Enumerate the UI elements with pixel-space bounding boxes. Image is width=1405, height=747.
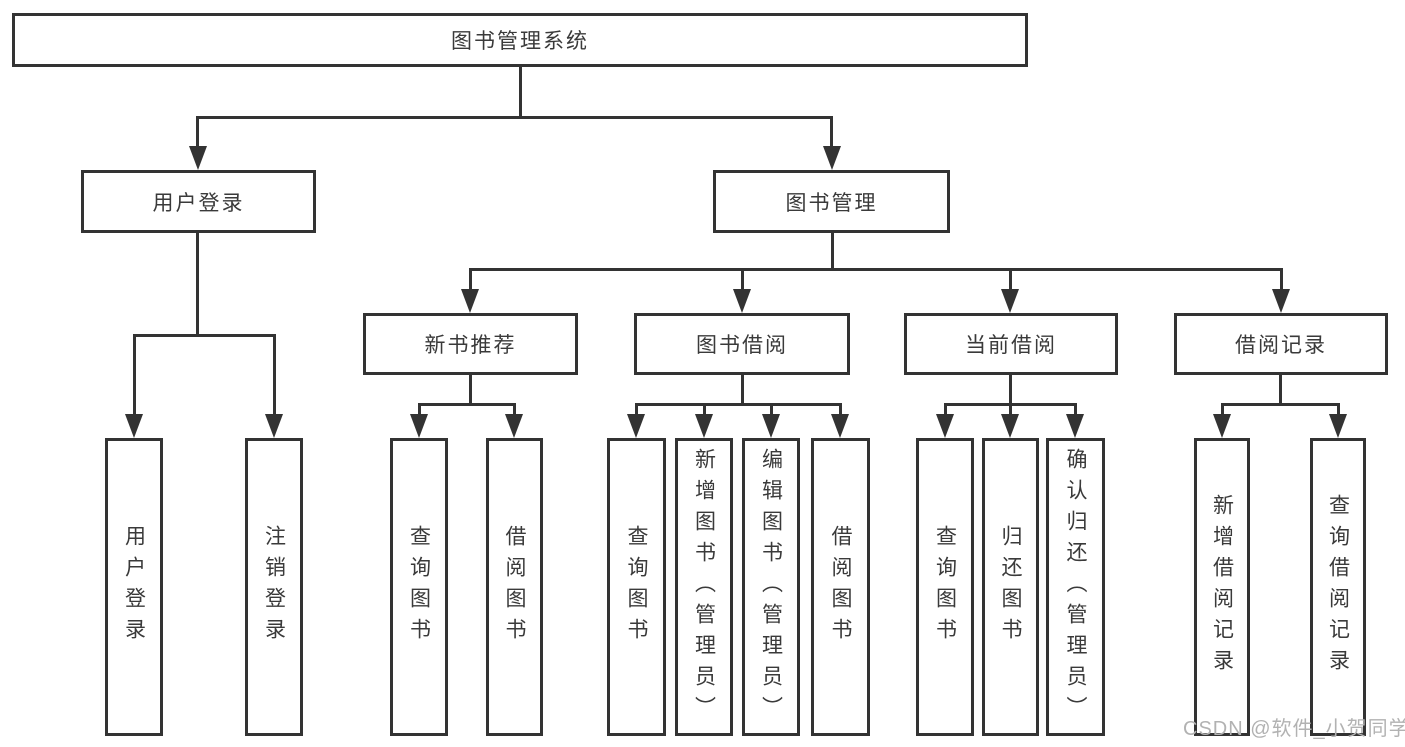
leaf-label: 新增图书（管理员） — [692, 447, 716, 727]
leaf-user-login: 用户登录 — [105, 438, 163, 736]
connector-leaf — [635, 403, 638, 416]
arrowhead-down-icon — [762, 414, 780, 438]
arrowhead-down-icon — [1329, 414, 1347, 438]
node-book-borrowing: 图书借阅 — [634, 313, 850, 375]
arrowhead-down-icon — [831, 414, 849, 438]
connector-to-current-borrowing — [1009, 268, 1012, 291]
connector-leaf — [418, 403, 421, 416]
arrowhead-down-icon — [1001, 289, 1019, 313]
leaf-borrow-books-borrowing: 借阅图书 — [811, 438, 870, 736]
node-label: 当前借阅 — [965, 334, 1057, 357]
leaf-logout: 注销登录 — [245, 438, 303, 736]
node-user-login: 用户登录 — [81, 170, 316, 233]
connector-to-user-login — [196, 116, 199, 148]
arrowhead-down-icon — [189, 146, 207, 170]
leaf-label: 借阅图书 — [503, 525, 526, 649]
connector-leaf — [513, 403, 516, 416]
connector-leaf — [703, 403, 706, 416]
node-label: 图书管理 — [785, 191, 878, 215]
leaf-query-books-recommend: 查询图书 — [390, 438, 448, 736]
csdn-watermark: CSDN @软件_小贺同学 — [1183, 718, 1405, 740]
connector-leaf — [1221, 403, 1224, 416]
connector-to-new-book — [469, 268, 472, 291]
leaf-query-borrow-record: 查询借阅记录 — [1310, 438, 1366, 736]
connector-leaf — [1074, 403, 1077, 416]
leaf-borrow-books-recommend: 借阅图书 — [486, 438, 543, 736]
node-book-management: 图书管理 — [713, 170, 950, 233]
leaf-label: 查询图书 — [933, 525, 957, 649]
connector-root-stem — [519, 67, 522, 118]
leaf-query-books-borrowing: 查询图书 — [607, 438, 666, 736]
connector-to-borrowing-records — [1280, 268, 1283, 291]
arrowhead-down-icon — [1213, 414, 1231, 438]
leaf-label: 借阅图书 — [829, 525, 852, 649]
connector-leaf — [770, 403, 773, 416]
arrowhead-down-icon — [695, 414, 713, 438]
connector-book-borrowing-stem — [741, 375, 744, 405]
leaf-label: 归还图书 — [999, 525, 1022, 649]
connector-leaf — [1009, 403, 1012, 416]
arrowhead-down-icon — [823, 146, 841, 170]
connector-user-login-stem — [196, 233, 199, 336]
leaf-label: 确认归还（管理员） — [1064, 447, 1087, 727]
leaf-label: 查询图书 — [407, 525, 431, 649]
leaf-label: 查询图书 — [625, 525, 648, 649]
connector-leaf — [1337, 403, 1340, 416]
connector-to-book-management — [830, 116, 833, 148]
node-label: 用户登录 — [152, 191, 245, 215]
node-label: 借阅记录 — [1235, 334, 1327, 357]
node-borrowing-records: 借阅记录 — [1174, 313, 1388, 375]
leaf-return-books: 归还图书 — [982, 438, 1039, 736]
leaf-label: 查询借阅记录 — [1326, 494, 1350, 680]
connector-book-borrowing-crossbar — [635, 403, 841, 406]
node-label: 图书管理系统 — [451, 30, 589, 53]
node-label: 图书借阅 — [696, 334, 788, 357]
leaf-query-books-current: 查询图书 — [916, 438, 974, 736]
leaf-label: 编辑图书（管理员） — [759, 447, 783, 727]
arrowhead-down-icon — [733, 289, 751, 313]
connector-book-management-crossbar — [469, 268, 1282, 271]
connector-to-leaf-login — [133, 334, 136, 416]
connector-current-borrowing-stem — [1009, 375, 1012, 405]
connector-book-management-stem — [831, 233, 834, 271]
connector-user-login-crossbar — [133, 334, 275, 337]
leaf-label: 新增借阅记录 — [1210, 494, 1234, 680]
connector-to-leaf-logout — [273, 334, 276, 416]
arrowhead-down-icon — [410, 414, 428, 438]
connector-borrowing-records-stem — [1279, 375, 1282, 405]
node-library-management-system: 图书管理系统 — [12, 13, 1028, 67]
leaf-label: 注销登录 — [262, 525, 286, 649]
arrowhead-down-icon — [505, 414, 523, 438]
connector-new-book-stem — [469, 375, 472, 405]
arrowhead-down-icon — [1066, 414, 1084, 438]
arrowhead-down-icon — [461, 289, 479, 313]
leaf-add-borrow-record: 新增借阅记录 — [1194, 438, 1250, 736]
connector-borrowing-records-crossbar — [1221, 403, 1339, 406]
arrowhead-down-icon — [1272, 289, 1290, 313]
connector-leaf — [839, 403, 842, 416]
arrowhead-down-icon — [627, 414, 645, 438]
node-label: 新书推荐 — [424, 334, 517, 357]
connector-new-book-crossbar — [418, 403, 515, 406]
connector-to-book-borrowing — [741, 268, 744, 291]
arrowhead-down-icon — [265, 414, 283, 438]
arrowhead-down-icon — [936, 414, 954, 438]
leaf-edit-books-admin: 编辑图书（管理员） — [742, 438, 800, 736]
leaf-confirm-return-admin: 确认归还（管理员） — [1046, 438, 1105, 736]
connector-root-crossbar — [197, 116, 833, 119]
arrowhead-down-icon — [125, 414, 143, 438]
leaf-label: 用户登录 — [122, 525, 146, 649]
node-current-borrowing: 当前借阅 — [904, 313, 1118, 375]
arrowhead-down-icon — [1001, 414, 1019, 438]
node-new-book-recommend: 新书推荐 — [363, 313, 578, 375]
leaf-add-books-admin: 新增图书（管理员） — [675, 438, 733, 736]
connector-leaf — [944, 403, 947, 416]
